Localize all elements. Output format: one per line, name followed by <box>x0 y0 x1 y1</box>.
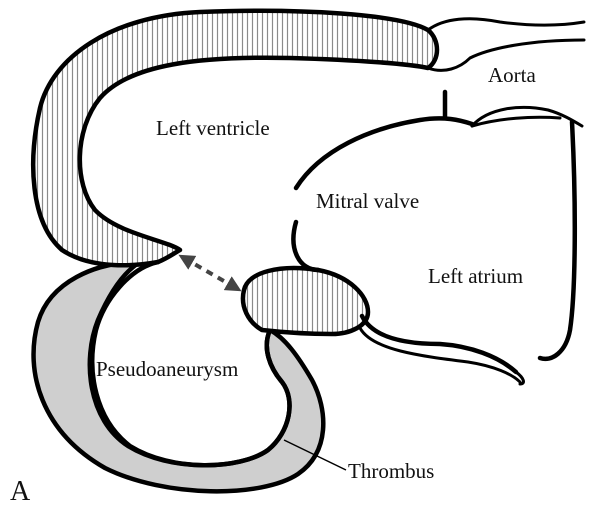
label-pseudoaneurysm: Pseudoaneurysm <box>96 357 238 381</box>
neck-arrow <box>184 258 236 288</box>
label-left-atrium: Left atrium <box>428 264 523 288</box>
aorta-lower-curve-2 <box>472 117 560 126</box>
left-atrium-floor <box>362 316 516 372</box>
label-panel-a: A <box>10 476 31 507</box>
label-mitral-valve: Mitral valve <box>316 189 419 213</box>
left-atrium-outline <box>296 118 472 188</box>
left-atrium-right-wall <box>540 122 575 359</box>
label-left-ventricle: Left ventricle <box>156 116 270 140</box>
neck-wall-segment <box>243 268 368 334</box>
label-aorta: Aorta <box>488 63 536 87</box>
aorta-outline-top <box>428 19 584 30</box>
label-thrombus: Thrombus <box>348 459 434 483</box>
left-atrium-lower <box>293 222 318 270</box>
